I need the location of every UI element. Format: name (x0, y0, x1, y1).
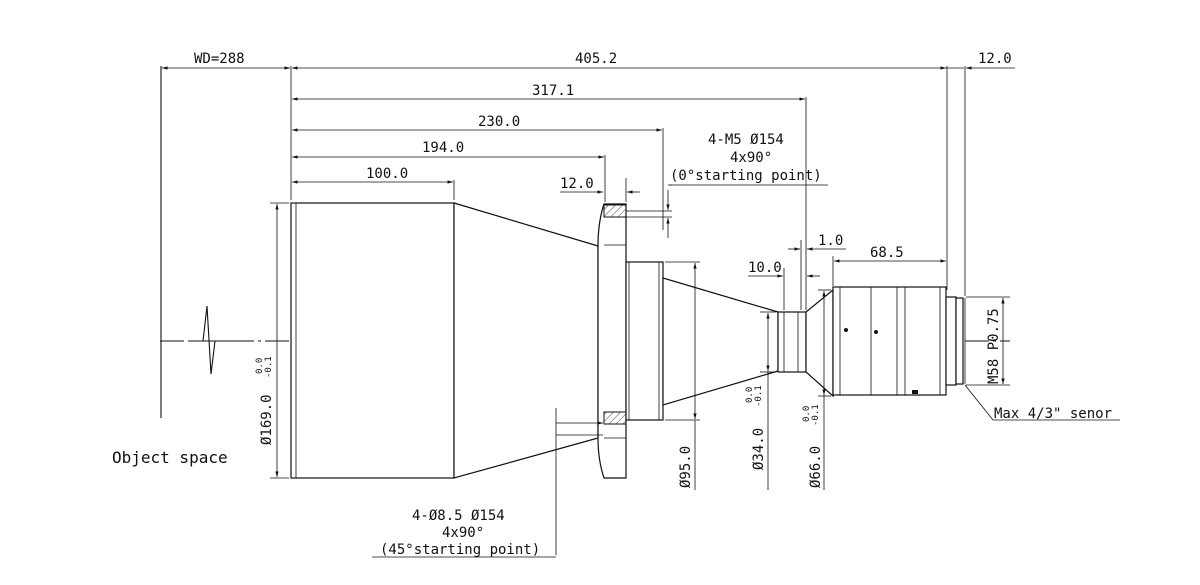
neck-95 (625, 261, 664, 421)
note-leaders (372, 384, 1120, 558)
dia-34-label: Ø34.0 (751, 428, 767, 470)
dia-34-tol-lower: -0.1 (754, 385, 764, 407)
flange-thickness-label: 12.0 (560, 176, 594, 192)
back-focus-label: 12.0 (978, 51, 1012, 67)
dia-169-tol-upper: 0.0 (255, 358, 265, 374)
dia-66-tol-lower: -0.1 (811, 404, 821, 426)
cone-section (453, 202, 599, 479)
sensor-note: Max 4/3" senor (994, 406, 1112, 422)
length-230-label: 230.0 (478, 114, 520, 130)
through-hole-note-line3: (45°starting point) (380, 542, 540, 558)
dia-95-label: Ø95.0 (678, 446, 694, 488)
through-hole-note-line2: 4x90° (442, 525, 484, 541)
dia-66-label: Ø66.0 (808, 446, 824, 488)
through-hole-note-line1: 4-Ø8.5 Ø154 (412, 508, 505, 524)
length-10-label: 10.0 (748, 260, 782, 276)
object-plane (160, 66, 240, 418)
object-space-label: Object space (112, 448, 228, 467)
diameter-dimensions (270, 202, 1010, 490)
dia-34-tol-upper: 0.0 (745, 387, 755, 403)
small-section-34 (777, 311, 807, 373)
length-317-label: 317.1 (532, 83, 574, 99)
length-68-5-label: 68.5 (870, 245, 904, 261)
length-194-label: 194.0 (422, 140, 464, 156)
length-100-label: 100.0 (366, 166, 408, 182)
expansion-cone (805, 288, 834, 398)
dia-169-label: Ø169.0 (259, 394, 275, 445)
dia-169-tol-lower: -0.1 (264, 356, 274, 378)
c-mount-thread (945, 296, 966, 386)
screw-dot (844, 328, 848, 332)
top-dimensions (162, 66, 1015, 310)
dia-66-tol-upper: 0.0 (802, 406, 812, 422)
screw-dot (874, 330, 878, 334)
front-barrel (290, 202, 455, 479)
total-length-label: 405.2 (575, 51, 617, 67)
rear-barrel (832, 286, 947, 396)
gap-label: 1.0 (818, 233, 843, 249)
screw-note-line3: (0°starting point) (670, 168, 822, 184)
thread-label: M58 P0.75 (986, 308, 1002, 384)
rear-dimensions (748, 240, 946, 310)
mounting-flange (597, 203, 627, 479)
wd-label: WD=288 (194, 51, 245, 67)
screw-note-line1: 4-M5 Ø154 (708, 132, 784, 148)
screw-note-line2: 4x90° (730, 150, 772, 166)
